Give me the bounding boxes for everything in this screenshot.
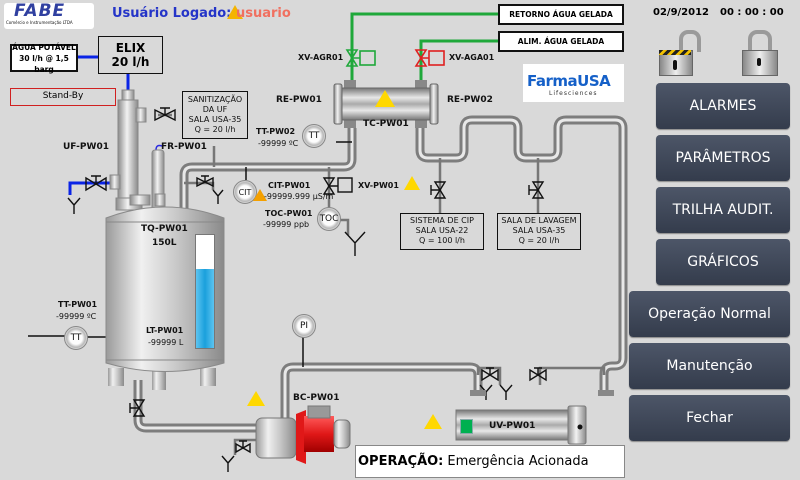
retorno-agua-gelada-box: RETORNO ÁGUA GELADA: [498, 4, 624, 25]
status-bar: OPERAÇÃO: Emergência Acionada: [355, 445, 625, 478]
tank-tq-pw01: [105, 193, 225, 390]
fr-tag: FR-PW01: [161, 142, 207, 152]
alim-agua-gelada-box: ALIM. ÁGUA GELADA: [498, 31, 624, 52]
tt02-tag: TT-PW02: [256, 127, 296, 136]
xv01-warning-icon[interactable]: [404, 176, 420, 190]
xv01-tag: XV-PW01: [358, 181, 399, 190]
drains: [67, 189, 513, 472]
tank-level-bar: [195, 234, 215, 349]
valve-xv-agr01-tag: XV-AGR01: [298, 53, 344, 62]
logo-text: FABE: [14, 1, 66, 21]
lavagem-box: SALA DE LAVAGEM SALA USA-35 Q = 20 l/h: [497, 213, 581, 250]
fechar-button[interactable]: Fechar: [629, 395, 790, 441]
partner-logo: FarmaUSA Lifesciences: [523, 64, 624, 102]
logged-user-label: Usuário Logado:: [112, 6, 232, 21]
status-value: Emergência Acionada: [447, 454, 589, 469]
logo-subtext: Comércio e Instrumentação LTDA: [6, 20, 73, 25]
elix-box: ELIX 20 l/h: [98, 36, 163, 74]
tt01-tag: TT-PW01: [58, 300, 98, 309]
manutencao-button[interactable]: Manutenção: [629, 343, 790, 389]
logged-user-name[interactable]: usuario: [236, 6, 291, 21]
pump-tag: BC-PW01: [293, 393, 340, 403]
tt01-value: -99999 ºC: [56, 312, 97, 321]
uf-tag: UF-PW01: [63, 142, 109, 152]
lt-value: -99999 L: [148, 338, 184, 347]
tank-level-fill: [196, 268, 214, 348]
cit-tag: CIT-PW01: [268, 181, 311, 190]
alarmes-button[interactable]: ALARMES: [656, 83, 790, 129]
cip-box: SISTEMA DE CIP SALA USA-22 Q = 100 l/h: [400, 213, 484, 250]
pump-warning-icon[interactable]: [247, 391, 265, 406]
exchanger-left-tag: RE-PW01: [276, 95, 322, 105]
unlock-icon[interactable]: [657, 30, 703, 76]
tt02-value: -99999 ºC: [258, 139, 299, 148]
date: 02/9/2012: [653, 7, 710, 18]
toc-gauge[interactable]: TOC: [317, 207, 341, 231]
time: 00 : 00 : 00: [720, 7, 784, 18]
exchanger-right-tag: RE-PW02: [447, 95, 493, 105]
operacao-normal-button[interactable]: Operação Normal: [629, 291, 790, 337]
uf-cartridge: [109, 89, 147, 211]
pi-gauge[interactable]: PI: [292, 314, 316, 338]
sanitizacao-box: SANITIZAÇÃO DA UF SALA USA-35 Q = 20 l/h: [182, 91, 248, 139]
electrical-warning-icon[interactable]: [375, 90, 395, 107]
standby-status: Stand-By: [10, 88, 116, 106]
cit-value: -99999.999 µS/m: [264, 192, 334, 201]
toc-value: -99999 ppb: [263, 220, 310, 229]
valves: [85, 107, 547, 454]
warning-icon: [227, 5, 243, 19]
graficos-button[interactable]: GRÁFICOS: [656, 239, 790, 285]
uv-unit: [455, 390, 614, 445]
toc-tag: TOC-PW01: [265, 209, 313, 218]
agua-potavel-box: ÁGUA POTÁVEL 30 l/h @ 1,5 barg: [10, 43, 78, 74]
uv-indicator: [460, 419, 473, 434]
parametros-button[interactable]: PARÂMETROS: [656, 135, 790, 181]
uv-warning-icon[interactable]: [424, 414, 442, 429]
trilha-audit-button[interactable]: TRILHA AUDIT.: [656, 187, 790, 233]
tt01-gauge[interactable]: TT: [64, 326, 88, 350]
tank-tag: TQ-PW01: [141, 224, 188, 234]
pump-bc-pw01: [255, 405, 351, 464]
cit-warning-icon[interactable]: [253, 189, 267, 201]
status-label: OPERAÇÃO:: [358, 454, 444, 469]
valve-xv-aga01-tag: XV-AGA01: [449, 53, 495, 62]
tank-capacity: 150L: [152, 238, 177, 248]
company-logo: FABE Comércio e Instrumentação LTDA: [4, 1, 94, 29]
lt-tag: LT-PW01: [146, 326, 184, 335]
chilled-water-line: [350, 12, 498, 80]
exchanger-tag: TC-PW01: [363, 119, 409, 129]
tt02-gauge[interactable]: TT: [302, 124, 326, 148]
uv-tag: UV-PW01: [489, 421, 536, 431]
lock-icon[interactable]: [740, 30, 780, 76]
